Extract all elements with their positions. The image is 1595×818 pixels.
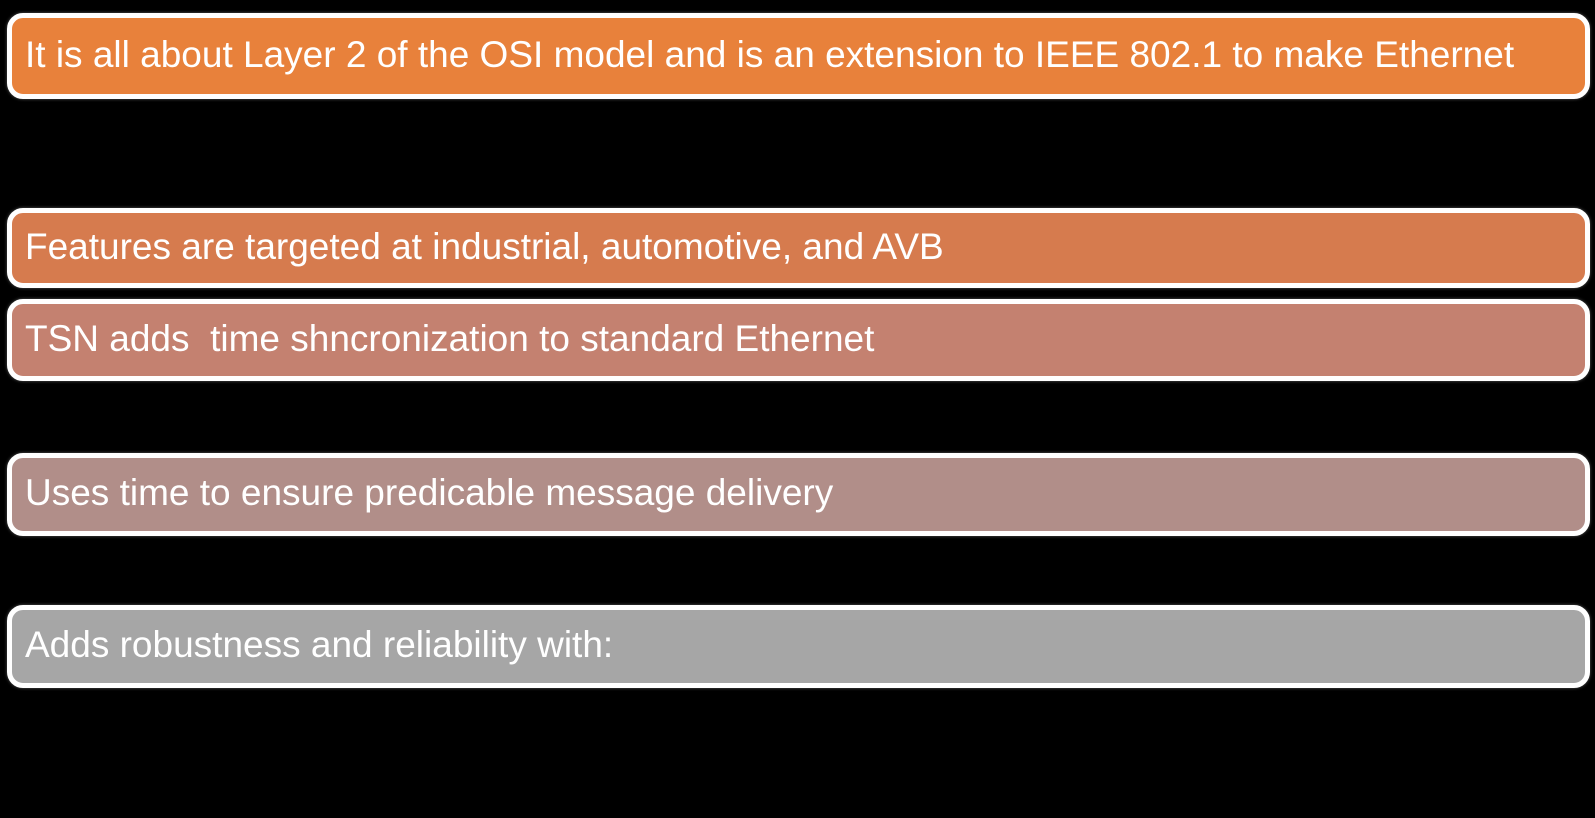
list-bar-label: It is all about Layer 2 of the OSI model… bbox=[25, 33, 1515, 75]
list-bar-label: TSN adds time shncronization to standard… bbox=[25, 317, 875, 359]
list-bar-label: Features are targeted at industrial, aut… bbox=[25, 225, 944, 267]
list-bar-predictable-delivery: Uses time to ensure predicable message d… bbox=[7, 453, 1590, 536]
list-bar-robustness: Adds robustness and reliability with: bbox=[7, 605, 1590, 688]
list-bar-label: Adds robustness and reliability with: bbox=[25, 624, 614, 665]
list-bar-time-sync: TSN adds time shncronization to standard… bbox=[7, 299, 1590, 381]
list-bar-layer2: It is all about Layer 2 of the OSI model… bbox=[7, 13, 1590, 99]
list-bar-features: Features are targeted at industrial, aut… bbox=[7, 208, 1590, 288]
list-bar-label: Uses time to ensure predicable message d… bbox=[25, 472, 834, 513]
